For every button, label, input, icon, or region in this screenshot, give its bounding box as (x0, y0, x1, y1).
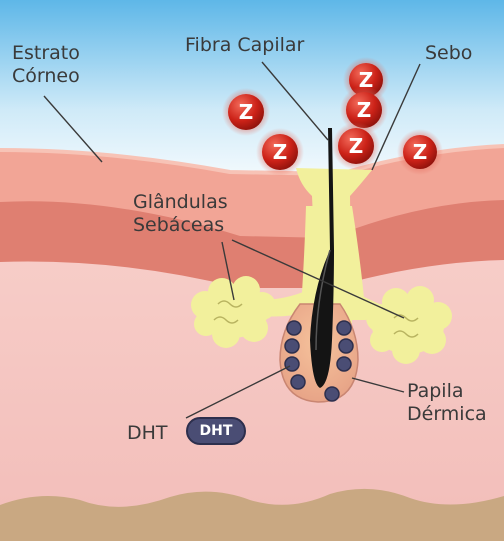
z-molecule-label: Z (357, 98, 372, 122)
z-molecule: Z (222, 88, 270, 136)
label-sebo: Sebo (425, 42, 472, 65)
dht-molecule-badge: DHT (186, 417, 246, 445)
dht-dot (337, 357, 351, 371)
dht-dot (325, 387, 339, 401)
z-molecule: Z (256, 128, 304, 176)
z-molecule: Z (332, 122, 380, 170)
z-molecule-label: Z (239, 100, 254, 124)
dht-dot (287, 321, 301, 335)
dht-dot (285, 357, 299, 371)
label-estrato-corneo: Estrato Córneo (12, 42, 80, 88)
label-papila-dermica: Papila Dérmica (407, 380, 487, 426)
dht-dot (337, 321, 351, 335)
label-glandulas-sebaceas: Glândulas Sebáceas (133, 191, 228, 237)
dht-dot (285, 339, 299, 353)
z-molecule-label: Z (413, 140, 428, 164)
z-molecule-label: Z (349, 134, 364, 158)
label-dht: DHT (127, 422, 168, 445)
z-molecule-label: Z (273, 140, 288, 164)
label-fibra-capilar: Fibra Capilar (185, 34, 304, 57)
z-molecule: Z (397, 129, 443, 175)
dht-dot (291, 375, 305, 389)
dht-dot (339, 339, 353, 353)
